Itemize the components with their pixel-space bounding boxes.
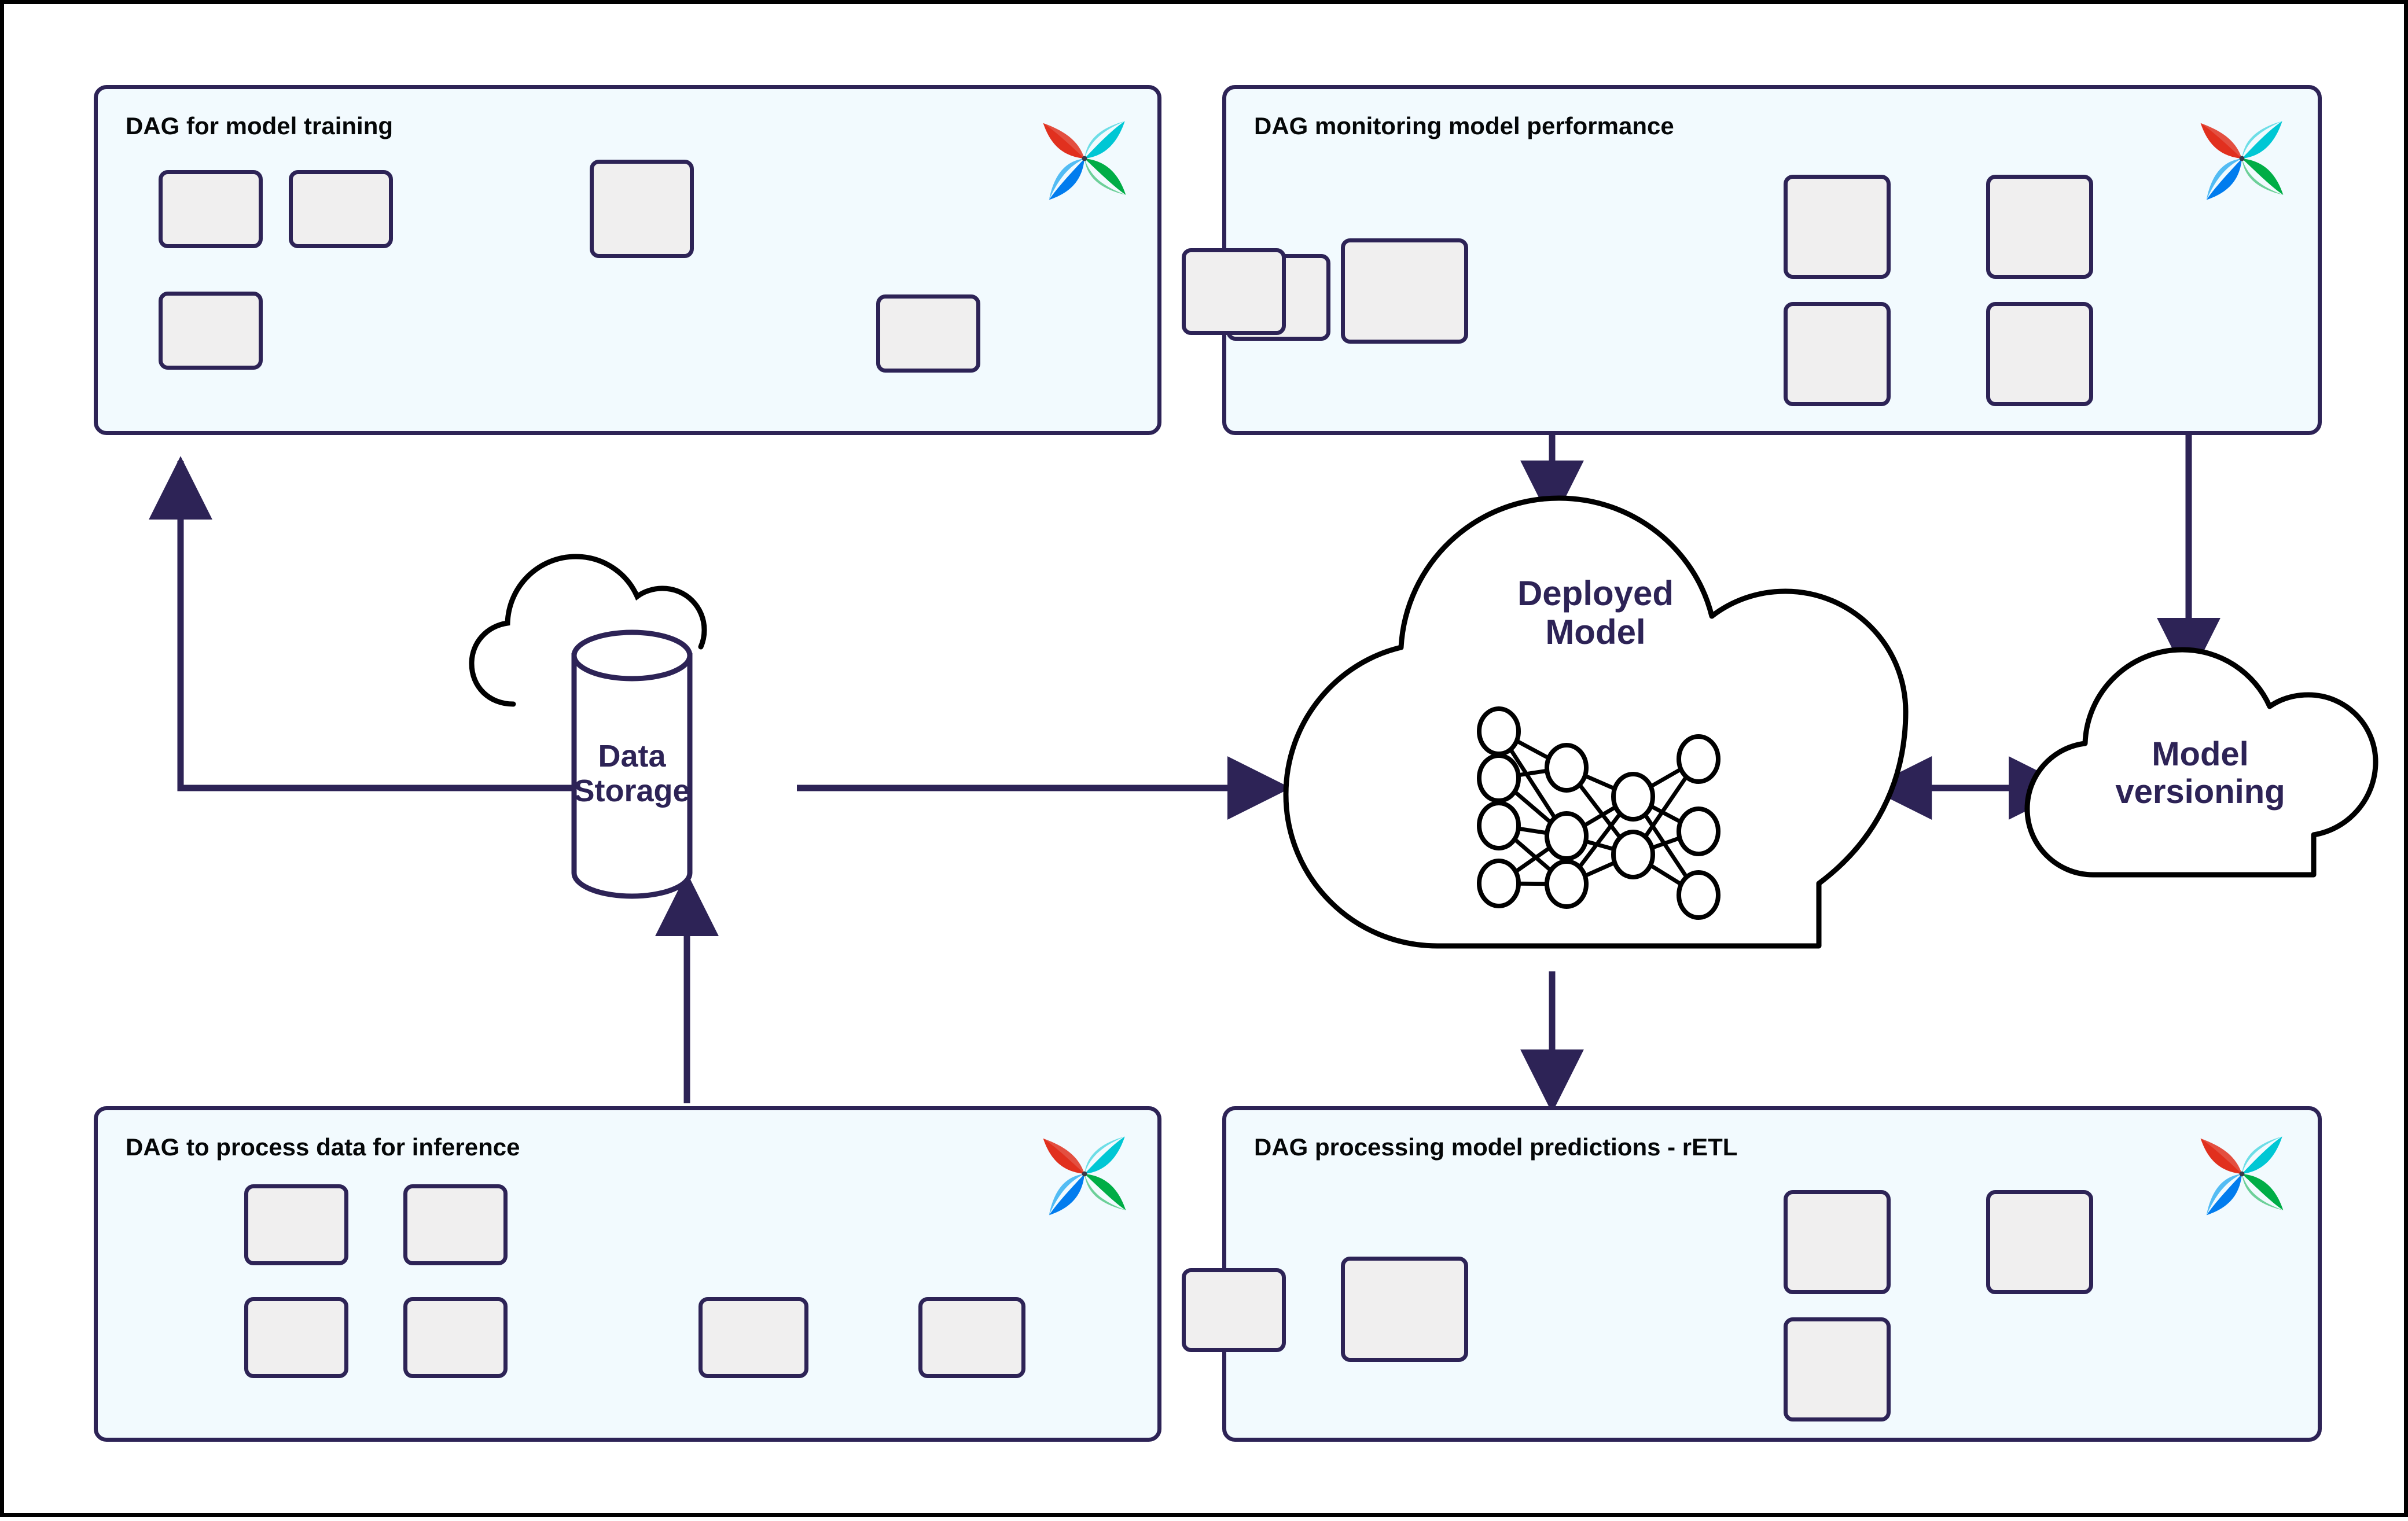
task-node[interactable] bbox=[698, 1297, 808, 1378]
panel-dag-inference[interactable]: DAG to process data for inference bbox=[94, 1106, 1161, 1442]
deployed-model-cloud bbox=[1283, 495, 1909, 949]
task-node[interactable] bbox=[1784, 1190, 1891, 1294]
airflow-pinwheel-icon bbox=[1043, 121, 1126, 200]
airflow-pinwheel-icon bbox=[2200, 121, 2284, 200]
panel-title-dag-retl: DAG processing model predictions - rETL bbox=[1254, 1133, 1738, 1161]
task-node[interactable] bbox=[403, 1297, 508, 1378]
model-versioning-cloud bbox=[2024, 647, 2378, 878]
task-node[interactable] bbox=[1182, 1268, 1286, 1352]
task-node[interactable] bbox=[1182, 248, 1286, 335]
task-node[interactable] bbox=[403, 1184, 508, 1265]
panel-title-dag-inference: DAG to process data for inference bbox=[126, 1133, 520, 1161]
edge-storage-to-training bbox=[149, 456, 574, 791]
task-node[interactable] bbox=[244, 1297, 348, 1378]
task-node[interactable] bbox=[1784, 302, 1891, 406]
task-node[interactable] bbox=[1341, 238, 1468, 344]
neural-network-diagram bbox=[1477, 706, 1720, 920]
data-storage-label: Data Storage bbox=[573, 739, 690, 809]
data-storage-cylinder bbox=[571, 629, 693, 899]
airflow-pinwheel-icon bbox=[2200, 1136, 2284, 1216]
task-node[interactable] bbox=[918, 1297, 1025, 1378]
panel-dag-training[interactable]: DAG for model training bbox=[94, 85, 1161, 435]
task-node[interactable] bbox=[1986, 302, 2093, 406]
task-node[interactable] bbox=[1986, 1190, 2093, 1294]
task-node[interactable] bbox=[244, 1184, 348, 1265]
deployed-model-label: Deployed Model bbox=[1517, 574, 1674, 652]
panel-title-dag-training: DAG for model training bbox=[126, 112, 393, 139]
model-versioning-label: Model versioning bbox=[2115, 735, 2285, 811]
panel-title-dag-monitoring: DAG monitoring model performance bbox=[1254, 112, 1674, 139]
task-node[interactable] bbox=[590, 160, 694, 258]
task-node[interactable] bbox=[1784, 1317, 1891, 1421]
task-node[interactable] bbox=[159, 292, 263, 370]
task-node[interactable] bbox=[1341, 1257, 1468, 1362]
data-storage-cloud-backdrop bbox=[469, 554, 707, 707]
task-node[interactable] bbox=[159, 170, 263, 248]
task-node[interactable] bbox=[1986, 175, 2093, 279]
task-node[interactable] bbox=[876, 294, 980, 373]
task-node[interactable] bbox=[289, 170, 393, 248]
airflow-pinwheel-icon bbox=[1043, 1136, 1126, 1216]
task-node[interactable] bbox=[1784, 175, 1891, 279]
